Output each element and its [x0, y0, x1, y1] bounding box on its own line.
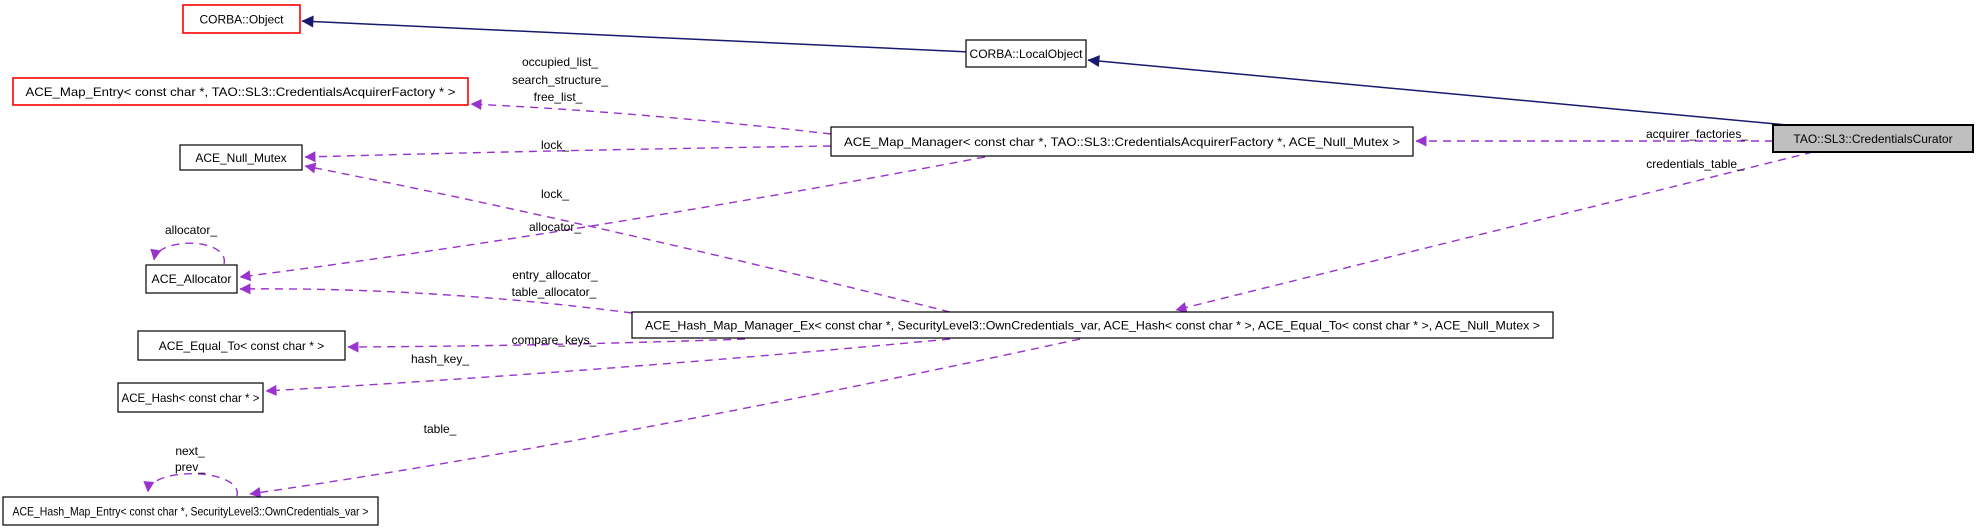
edge-entry-table-allocator — [239, 283, 633, 314]
node-ace-map-manager: ACE_Map_Manager< const char *, TAO::SL3:… — [830, 126, 1414, 157]
edge-label-occupied-list: occupied_list_ — [522, 55, 598, 69]
edge-lock-map-manager — [304, 145, 832, 163]
edge-hash-key — [265, 338, 951, 396]
node-label-ace-equal-to: ACE_Equal_To< const char * > — [159, 339, 324, 353]
node-ace-hash-map-entry: ACE_Hash_Map_Entry< const char *, Securi… — [2, 496, 379, 526]
edge-compare-keys — [347, 338, 746, 353]
node-ace-map-entry: ACE_Map_Entry< const char *, TAO::SL3::C… — [12, 77, 469, 106]
edge-inherit-localobject-to-object — [301, 15, 971, 53]
node-label-credentials-curator: TAO::SL3::CredentialsCurator — [1793, 132, 1952, 146]
node-box-corba-object[interactable] — [182, 4, 301, 34]
edge-label-next: next_ — [175, 444, 205, 458]
edge-label-entry-allocator: entry_allocator_ — [512, 268, 598, 282]
node-box-ace-equal-to[interactable] — [137, 330, 346, 361]
node-ace-allocator: ACE_Allocator — [145, 264, 238, 294]
node-label-ace-hash: ACE_Hash< const char * > — [122, 391, 260, 405]
node-box-ace-hash-map-entry[interactable] — [2, 496, 379, 526]
node-ace-equal-to: ACE_Equal_To< const char * > — [137, 330, 346, 361]
edge-label-acquirer-factories: acquirer_factories_ — [1646, 127, 1748, 141]
node-box-ace-hash[interactable] — [117, 382, 264, 413]
edge-allocator-self-loop — [150, 242, 225, 265]
edge-label-table: table_ — [424, 422, 457, 436]
edge-label-table-allocator: table_allocator_ — [512, 285, 597, 299]
node-label-corba-object: CORBA::Object — [199, 13, 284, 27]
node-box-corba-localobject[interactable] — [965, 39, 1087, 68]
edge-label-search-structure: search_structure_ — [512, 73, 608, 87]
node-box-ace-null-mutex[interactable] — [179, 144, 303, 171]
edge-label-compare-keys: compare_keys_ — [512, 333, 597, 347]
node-label-ace-map-manager: ACE_Map_Manager< const char *, TAO::SL3:… — [844, 135, 1400, 149]
node-corba-object: CORBA::Object — [182, 4, 301, 34]
edge-label-allocator-self: allocator_ — [165, 223, 217, 237]
node-ace-null-mutex: ACE_Null_Mutex — [179, 144, 303, 171]
edge-label-prev: prev_ — [175, 460, 205, 474]
edge-inherit-curator-to-localobject — [1087, 55, 1788, 126]
node-corba-localobject: CORBA::LocalObject — [965, 39, 1087, 68]
edge-label-allocator-map-manager: allocator_ — [529, 220, 581, 234]
edge-occupied-list — [470, 99, 832, 135]
edge-label-credentials-table: credentials_table_ — [1646, 157, 1744, 171]
node-label-ace-hash-map-manager-ex: ACE_Hash_Map_Manager_Ex< const char *, S… — [645, 319, 1540, 333]
edge-label-lock-hash-map: lock_ — [541, 187, 569, 201]
node-label-ace-hash-map-entry: ACE_Hash_Map_Entry< const char *, Securi… — [13, 505, 369, 519]
node-box-ace-allocator[interactable] — [145, 264, 238, 294]
node-ace-hash: ACE_Hash< const char * > — [117, 382, 264, 413]
edge-label-free-list: free_list_ — [534, 90, 583, 104]
node-box-ace-map-manager[interactable] — [830, 126, 1414, 157]
edge-lock-hash-map — [304, 162, 951, 313]
node-box-credentials-curator[interactable] — [1772, 124, 1974, 153]
edge-table — [249, 338, 1081, 498]
edge-label-lock-map-manager: lock_ — [541, 138, 569, 152]
node-label-ace-null-mutex: ACE_Null_Mutex — [195, 151, 286, 165]
edge-label-hash-key: hash_key_ — [411, 352, 469, 366]
node-label-ace-map-entry: ACE_Map_Entry< const char *, TAO::SL3::C… — [26, 85, 456, 99]
node-label-ace-allocator: ACE_Allocator — [152, 272, 232, 286]
node-label-corba-localobject: CORBA::LocalObject — [970, 47, 1084, 61]
node-credentials-curator: TAO::SL3::CredentialsCurator — [1772, 124, 1974, 153]
edge-allocator-map-manager — [239, 156, 986, 282]
node-box-ace-hash-map-manager-ex[interactable] — [631, 311, 1554, 339]
node-ace-hash-map-manager-ex: ACE_Hash_Map_Manager_Ex< const char *, S… — [631, 311, 1554, 339]
edge-next-prev-self-loop — [143, 472, 238, 497]
edge-credentials-table — [1175, 151, 1814, 313]
node-box-ace-map-entry[interactable] — [12, 77, 469, 106]
